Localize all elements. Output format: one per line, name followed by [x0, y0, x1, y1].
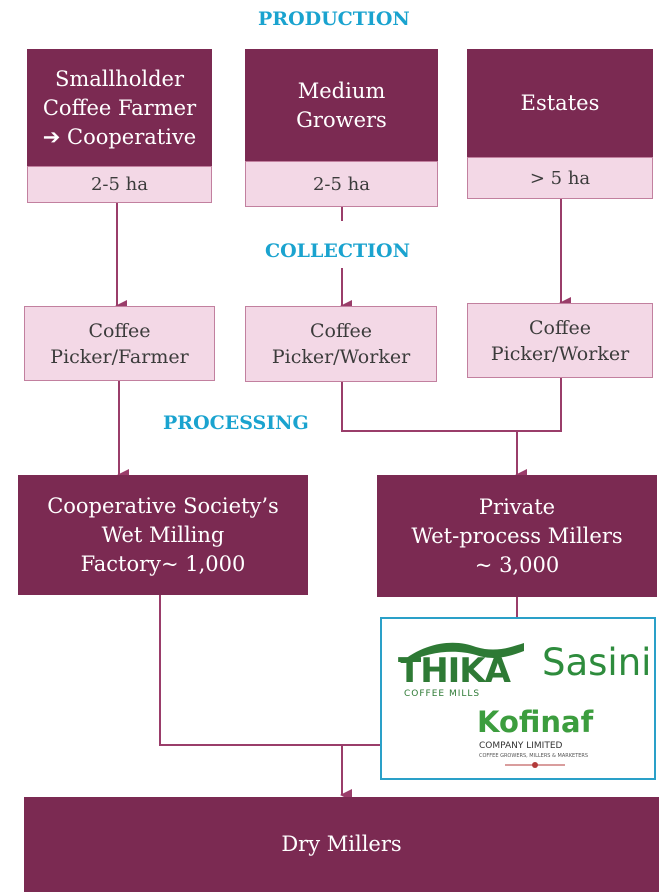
box-picker-worker-estate: Coffee Picker/Worker: [467, 303, 653, 378]
box-medium-size: 2-5 ha: [245, 161, 438, 207]
miller-logos-panel: THIKA COFFEE MILLS Sasini Kofinaf COMPAN…: [380, 617, 656, 780]
thika-logo-text: THIKA: [398, 651, 511, 691]
arrow-cooperative-to-merge: [159, 595, 342, 746]
stage-label-production: PRODUCTION: [258, 8, 410, 30]
stage-label-processing: PROCESSING: [163, 412, 309, 434]
stage-label-collection: COLLECTION: [265, 240, 410, 262]
box-estates: Estates: [467, 49, 653, 158]
thika-hills-icon: [400, 642, 524, 663]
kofinaf-logo-tagline: COFFEE GROWERS, MILLERS & MARKETERS: [479, 753, 589, 759]
kofinaf-logo: Kofinaf COMPANY LIMITED COFFEE GROWERS, …: [467, 705, 597, 775]
box-cooperative-wet-milling: Cooperative Society’s Wet Milling Factor…: [18, 475, 308, 595]
box-picker-farmer: Coffee Picker/Farmer: [24, 306, 215, 381]
box-smallholder-size: 2-5 ha: [27, 166, 212, 203]
box-picker-worker-medium: Coffee Picker/Worker: [245, 306, 437, 382]
arrow-medium-worker-to-private: [341, 382, 517, 432]
box-dry-millers: Dry Millers: [24, 797, 659, 892]
thika-logo-subtext: COFFEE MILLS: [404, 689, 481, 699]
kofinaf-ornament-icon: [505, 762, 565, 768]
box-estates-size: > 5 ha: [467, 157, 653, 199]
box-medium-growers: Medium Growers: [245, 49, 438, 162]
kofinaf-logo-text: Kofinaf: [477, 705, 594, 739]
box-smallholder: Smallholder Coffee Farmer ➔ Cooperative: [27, 49, 212, 167]
thika-coffee-mills-logo: THIKA COFFEE MILLS: [396, 637, 526, 699]
kofinaf-logo-subtext: COMPANY LIMITED: [479, 741, 563, 751]
box-private-wet-millers: Private Wet-process Millers ~ 3,000: [377, 475, 657, 597]
sasini-logo: Sasini: [542, 641, 652, 684]
arrow-estate-worker-to-private: [517, 378, 562, 432]
